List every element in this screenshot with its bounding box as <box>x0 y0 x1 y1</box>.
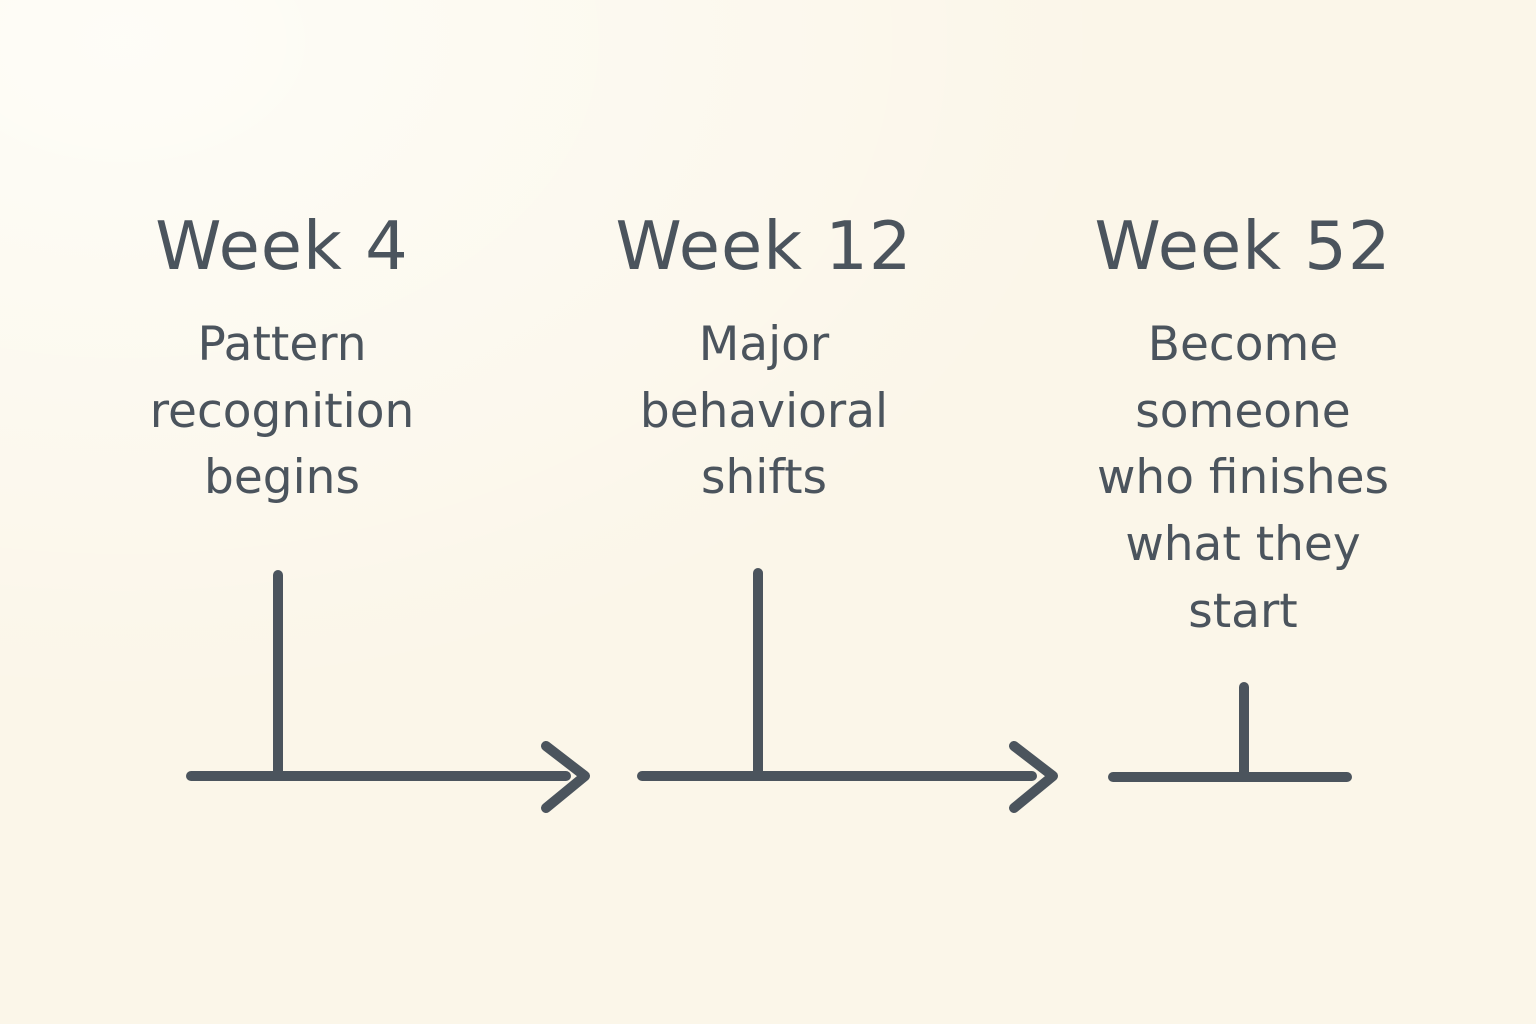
milestone-week-label: Week 4 <box>155 207 409 285</box>
milestone-week-label: Week 12 <box>615 207 913 285</box>
milestone-week-4: Week 4 Pattern recognition begins <box>126 213 438 512</box>
arrowhead-2-icon <box>1009 741 1058 813</box>
milestone-description: Become someone who finishes what they st… <box>1096 317 1390 639</box>
milestone-week-52: Week 52 Become someone who finishes what… <box>1087 213 1399 646</box>
milestone-description: Pattern recognition begins <box>149 317 415 506</box>
milestone-week-label: Week 52 <box>1094 207 1392 285</box>
milestone-week-12: Week 12 Major behavioral shifts <box>608 213 920 512</box>
arrowhead-1-icon <box>541 741 590 813</box>
milestone-description: Major behavioral shifts <box>639 317 889 506</box>
